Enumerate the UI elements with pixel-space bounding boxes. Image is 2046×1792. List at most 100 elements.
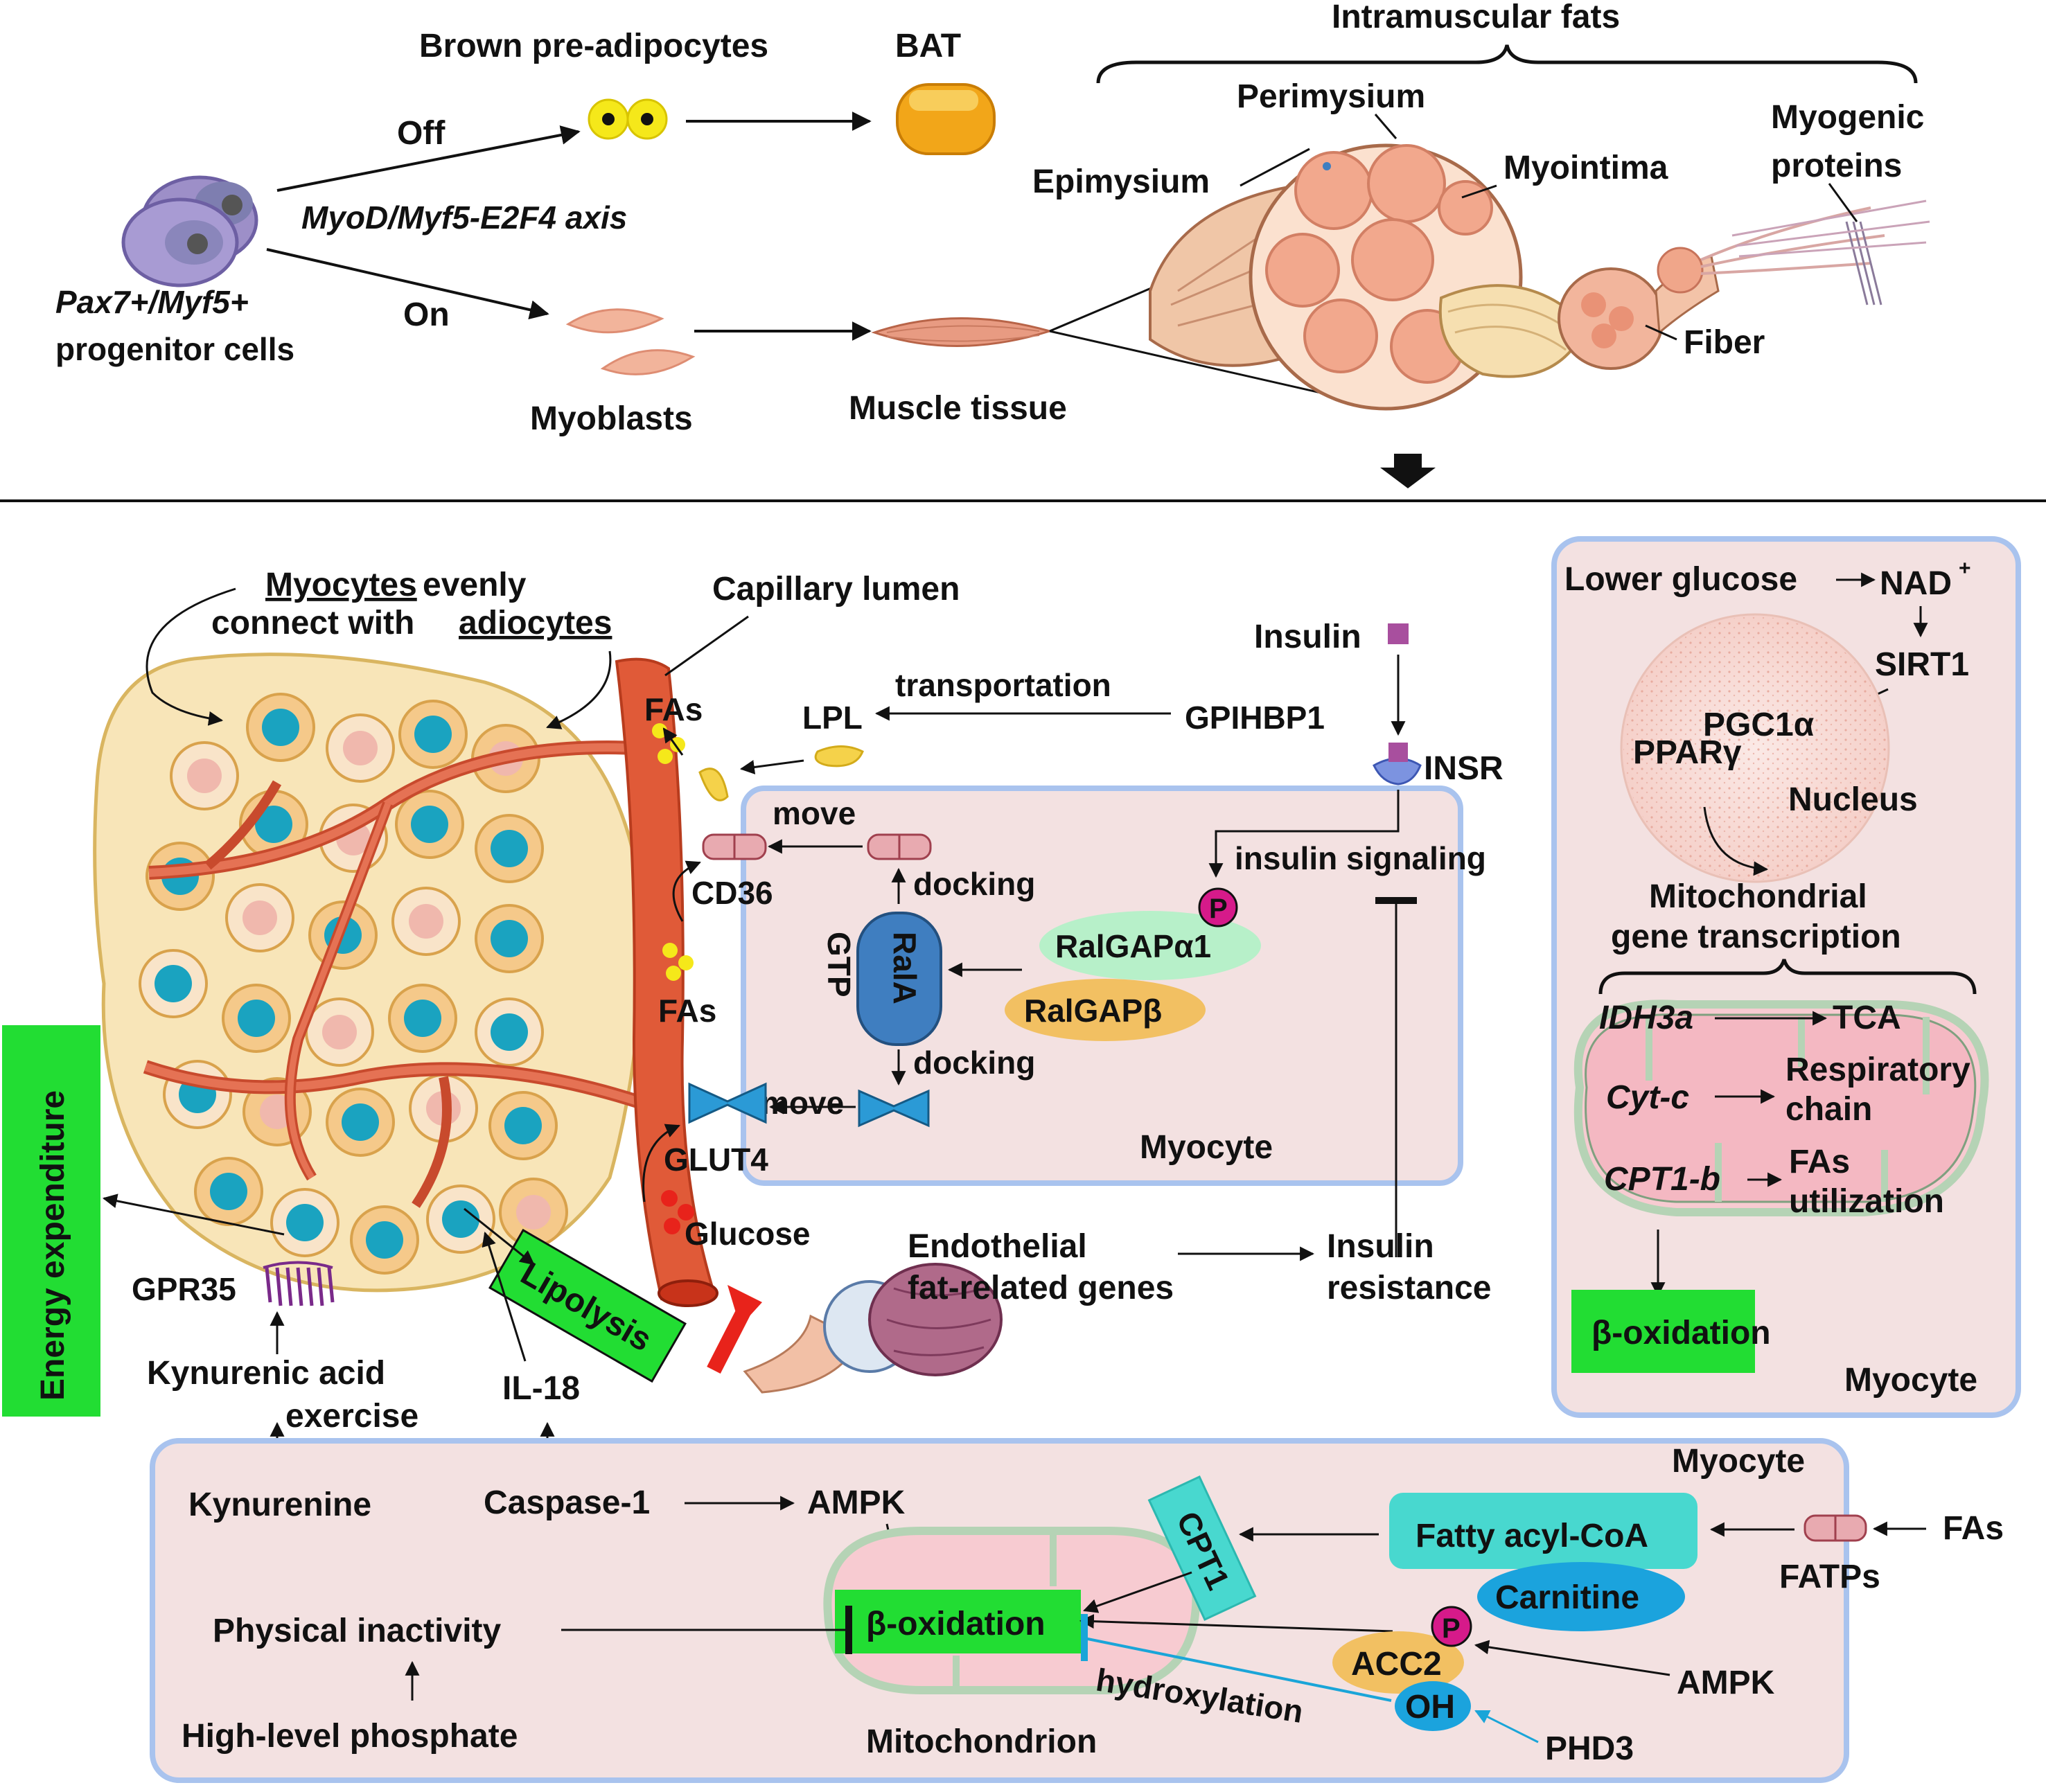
idh3a-label: IDH3a [1599,1000,1693,1036]
ppar-label: PPARγ [1633,734,1742,771]
evenly-text: evenly [423,567,527,603]
physical-inactivity-label: Physical inactivity [213,1613,502,1649]
cd36-icon [702,833,767,860]
move-bottom-label: move [761,1085,844,1121]
carnitine-icon [1477,1562,1685,1631]
fas-top-label: FAs [644,691,703,727]
glut4-inner-icon [858,1089,930,1128]
respiratory-label-1: Respiratory [1785,1052,1970,1088]
connect-with-text: connect with [211,605,414,641]
fas-util-label-2: utilization [1789,1183,1944,1220]
intramuscular-bracket [1096,44,1918,84]
gtp-label: GTP [821,932,857,997]
fas-mid-label: FAs [658,993,716,1029]
progenitor-cells-icon [121,175,258,287]
perimysium-pointer [1374,114,1397,139]
fatty-acyl-box [1389,1493,1697,1569]
fiber-label: Fiber [1684,324,1765,361]
perimysium-label: Perimysium [1237,78,1425,115]
move-top-label: move [773,795,856,831]
insulin-resistance-label-2: resistance [1327,1270,1492,1306]
docking-top-label: docking [913,866,1035,902]
capillary-pointer [664,615,749,677]
beta-ox-bottom-label: β-oxidation [866,1606,1046,1642]
myointima-pointer [1461,184,1497,199]
insr-label: INSR [1424,750,1503,787]
il18-label: IL-18 [502,1370,580,1407]
glut4-curve-arrow [642,1124,680,1203]
cd36-label: CD36 [691,875,773,911]
insulin-resistance-label-1: Insulin [1327,1228,1434,1265]
myocytes-arrow-left [145,587,236,726]
myoblasts-label: Myoblasts [530,400,693,437]
ampk-top-label: AMPK [807,1484,906,1521]
endothelial-illustration [743,1263,1003,1394]
cpt1-to-beta-arrow [1083,1571,1192,1613]
beta-ox-right-label: β-oxidation [1591,1315,1771,1351]
myocytes-underlined: Myocytes [265,567,417,603]
bat-icon [896,83,996,155]
axis-label: MyoD/Myf5-E2F4 axis [301,199,627,236]
rala-label: RalA [887,932,923,1004]
myointima-label: Myointima [1503,150,1668,186]
lpl-icon [814,745,864,768]
myogenic-pointer [1828,183,1858,222]
acc2-label: ACC2 [1351,1646,1442,1683]
oh-icon [1395,1681,1471,1731]
endothelial-label-1: Endothelial [908,1228,1087,1265]
myocyte-bottom-label: Myocyte [1672,1443,1805,1480]
myogenic-label-1: Myogenic [1771,99,1924,136]
cd36-inner-icon [867,833,932,860]
insr-icon [1373,743,1422,786]
acc2-icon [1332,1631,1464,1694]
acc2-to-beta-arrow [1079,1614,1393,1633]
kynurenic-acid-label: Kynurenic acid [147,1355,385,1392]
glut4-label: GLUT4 [664,1142,768,1178]
lpl-label: LPL [802,700,863,736]
adipocyte-cluster [93,653,643,1293]
insulin-icon [1388,623,1409,644]
on-arrow [266,248,549,320]
myocytes-arrow-right [546,650,612,729]
endothelial-label-2: fat-related genes [908,1270,1174,1306]
nad-label: NAD [1880,565,1952,602]
mito-transcription-label-2: gene transcription [1611,919,1901,955]
hydroxylation-inhibit-line [1084,1637,1392,1702]
fatty-acyl-label: Fatty acyl-CoA [1416,1518,1648,1554]
fas-util-label-1: FAs [1789,1144,1850,1180]
bat-label: BAT [895,28,961,64]
exercise-label: exercise [285,1398,418,1435]
high-phosphate-label: High-level phosphate [182,1718,518,1755]
pgc1a-label: PGC1α [1703,707,1815,743]
gpihbp1-label: GPIHBP1 [1185,700,1325,736]
insr-to-p-arrow [1208,790,1400,878]
beta-ox-right-box [1571,1290,1755,1373]
p-badge-mid-label: P [1209,894,1228,924]
brown-preadipocytes-icon [588,98,668,140]
mitochondrion-right-icon [1573,1000,1989,1216]
ralgap-b-icon [1005,979,1206,1041]
ralgap-a1-label: RalGAPα1 [1055,928,1211,964]
nad-sup: + [1959,557,1971,580]
mito-transcription-label-1: Mitochondrial [1649,878,1867,915]
transportation-label: transportation [895,667,1111,703]
carnitine-label: Carnitine [1495,1579,1639,1616]
insulin-signaling-label: insulin signaling [1235,840,1486,876]
lower-glucose-label: Lower glucose [1564,561,1797,598]
glut4-icon [688,1082,767,1124]
down-arrow-icon [1380,454,1436,488]
ampk-right-label: AMPK [1677,1665,1775,1701]
glucose-label: Glucose [685,1216,811,1252]
energy-expenditure-box [2,1025,100,1417]
brown-preadipocytes-label: Brown pre-adipocytes [419,28,768,64]
off-arrow [276,125,581,192]
epimysium-label: Epimysium [1032,163,1210,200]
fas-bottom-label: FAs [1943,1510,2004,1547]
adiocytes-underlined: adiocytes [459,605,612,641]
gpr35-label: GPR35 [132,1271,236,1307]
docking-bottom-label: docking [913,1045,1035,1081]
myocyte-mid-label: Myocyte [1140,1129,1273,1166]
transcription-bracket [1598,959,1977,995]
gpr35-receptor-icon [263,1261,335,1306]
